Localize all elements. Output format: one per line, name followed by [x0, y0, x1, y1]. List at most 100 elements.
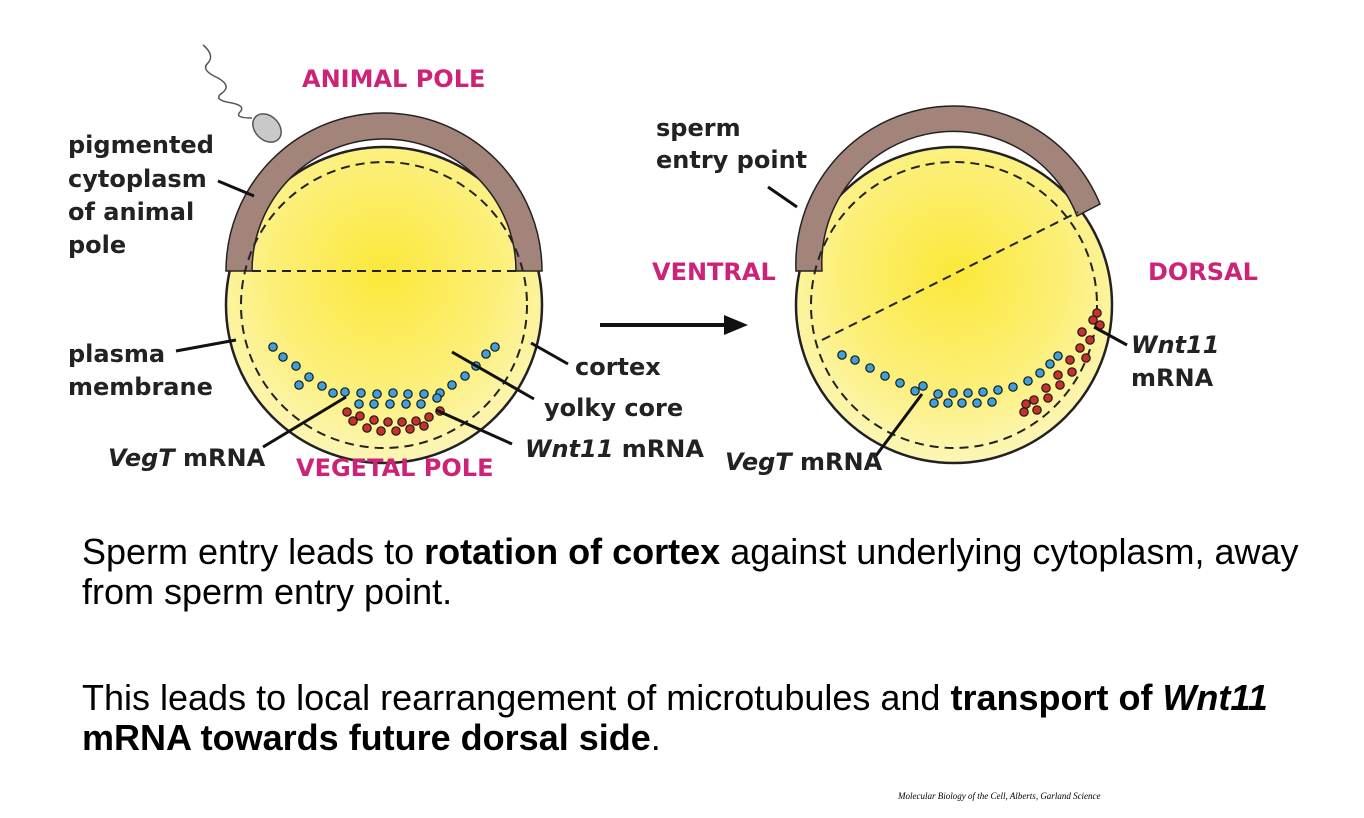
- vegt-mrna-dot: [481, 349, 491, 359]
- vegt-mrna-dot: [978, 387, 988, 397]
- vegt-mrna-dot: [432, 393, 442, 403]
- pigmented-label-line2: cytoplasm: [68, 165, 207, 193]
- wnt11-pointer-left: [435, 408, 513, 446]
- vegetal-pole-label: VEGETAL POLE: [296, 454, 493, 482]
- vegt-mrna-dot: [416, 399, 426, 409]
- vegt-label-left: VegT mRNA: [108, 444, 266, 472]
- vegt-pointer-right: [873, 393, 924, 458]
- vegt-mrna-dot: [304, 372, 314, 382]
- wnt11-mrna-dot: [1077, 327, 1087, 337]
- plasma-label-line1: plasma: [68, 340, 165, 368]
- vegt-mrna-dot: [291, 361, 301, 371]
- vegt-mrna-dot: [1023, 376, 1033, 386]
- wnt11-mrna-dot: [405, 424, 415, 434]
- sperm-entry-label-line1: sperm: [656, 114, 741, 142]
- wnt11-mrna-dot: [1088, 315, 1098, 325]
- animal-pole-label: ANIMAL POLE: [302, 65, 485, 93]
- tilted-equator-line: [821, 211, 1079, 341]
- egg-after-rotation: [794, 105, 1114, 465]
- vegt-mrna-dot: [895, 378, 905, 388]
- wnt11-mrna-dots-right: [1019, 308, 1105, 417]
- vegt-mrna-dot: [929, 398, 939, 408]
- vegt-mrna-dot: [490, 342, 500, 352]
- yolky-core-label: yolky core: [544, 394, 683, 422]
- wnt11-mrna-dot: [424, 412, 434, 422]
- wnt11-mrna-dot: [391, 426, 401, 436]
- vegt-mrna-dot: [268, 342, 278, 352]
- vegt-mrna-dot: [419, 389, 429, 399]
- vegt-mrna-dot: [354, 399, 364, 409]
- vegt-mrna-dot: [401, 399, 411, 409]
- vegt-mrna-dot: [933, 389, 943, 399]
- vegt-mrna-dot: [963, 388, 973, 398]
- vegt-mrna-dot: [943, 398, 953, 408]
- wnt11-mrna-dot: [1053, 370, 1063, 380]
- wnt11-mrna-dot: [362, 423, 372, 433]
- wnt11-mrna-dot: [1055, 380, 1065, 390]
- vegt-mrna-dot: [385, 399, 395, 409]
- vegt-mrna-dot: [948, 388, 958, 398]
- rotation-arrow: [600, 315, 748, 335]
- wnt11-mrna-dot: [1043, 393, 1053, 403]
- wnt11-mrna-dot: [1032, 405, 1042, 415]
- paragraph-rotation: Sperm entry leads to rotation of cortex …: [82, 531, 1299, 612]
- wnt11-label-right-line2: mRNA: [1131, 364, 1214, 392]
- vegt-mrna-dots-right: [837, 350, 1063, 408]
- wnt11-label-left: Wnt11 mRNA: [525, 435, 704, 463]
- cortex-label: cortex: [575, 353, 661, 381]
- wnt11-mrna-dot: [1075, 343, 1085, 353]
- vegt-mrna-dot: [1053, 351, 1063, 361]
- vegt-mrna-dot: [987, 397, 997, 407]
- wnt11-mrna-dot: [376, 426, 386, 436]
- vegt-mrna-dot: [910, 386, 920, 396]
- vegt-mrna-dot: [880, 371, 890, 381]
- citation: Molecular Biology of the Cell, Alberts, …: [898, 791, 1101, 801]
- cortex-boundary-left: [240, 161, 528, 449]
- vegt-mrna-dot: [388, 388, 398, 398]
- wnt11-mrna-dot: [1085, 335, 1095, 345]
- vegt-mrna-dots-left: [268, 342, 500, 409]
- sperm-entry-label-line2: entry point: [656, 146, 807, 174]
- vegt-mrna-dot: [918, 381, 928, 391]
- wnt11-mrna-dot: [1029, 395, 1039, 405]
- vegt-mrna-dot: [317, 381, 327, 391]
- vegt-mrna-dot: [460, 371, 470, 381]
- vegt-mrna-dot: [328, 388, 338, 398]
- vegt-mrna-dot: [1045, 359, 1055, 369]
- vegt-mrna-dot: [403, 389, 413, 399]
- vegt-mrna-dot: [294, 380, 304, 390]
- pigmented-cortex-left: [225, 112, 543, 272]
- wnt11-mrna-dot: [355, 411, 365, 421]
- yolky-core-pointer: [451, 350, 535, 401]
- plasma-pointer: [175, 338, 237, 353]
- wnt11-mrna-dots-left: [342, 406, 445, 436]
- wnt11-mrna-dot: [1092, 308, 1102, 318]
- vegt-mrna-dot: [356, 388, 366, 398]
- plasma-label-line2: membrane: [68, 373, 213, 401]
- right-pointer-lines: [767, 185, 1128, 458]
- vegt-mrna-dot: [993, 385, 1003, 395]
- vegt-mrna-dot: [972, 398, 982, 408]
- egg-before-rotation: [224, 112, 544, 465]
- wnt11-pointer-right: [1093, 325, 1128, 347]
- vegt-mrna-dot: [837, 350, 847, 360]
- sperm-entry-pointer: [767, 185, 798, 209]
- cortex-boundary-right: [810, 161, 1098, 449]
- wnt11-mrna-dot: [411, 416, 421, 426]
- vegt-mrna-dot: [1008, 382, 1018, 392]
- wnt11-label-right-line1: Wnt11: [1131, 331, 1219, 359]
- vegt-mrna-dot: [865, 363, 875, 373]
- vegt-mrna-dot: [957, 398, 967, 408]
- wnt11-mrna-dot: [348, 416, 358, 426]
- vegt-mrna-dot: [1035, 368, 1045, 378]
- pigmented-label-line4: pole: [68, 231, 126, 259]
- vegt-mrna-dot: [340, 387, 350, 397]
- vegt-mrna-dot: [278, 352, 288, 362]
- dorsal-label: DORSAL: [1148, 258, 1258, 286]
- left-pointer-lines: [175, 179, 569, 449]
- sperm-icon: [202, 44, 282, 143]
- egg-left-body: [224, 145, 544, 465]
- vegt-mrna-dot: [372, 389, 382, 399]
- vegt-mrna-dot: [369, 399, 379, 409]
